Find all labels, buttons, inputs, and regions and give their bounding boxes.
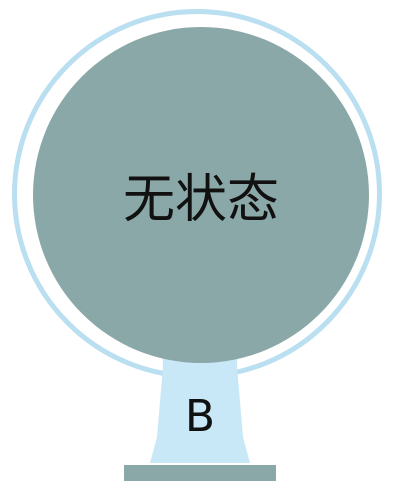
base-bar bbox=[124, 465, 276, 481]
status-face bbox=[33, 27, 369, 363]
status-label: 无状态 bbox=[122, 170, 279, 230]
stand bbox=[150, 345, 250, 463]
stand-label: B bbox=[184, 391, 216, 442]
